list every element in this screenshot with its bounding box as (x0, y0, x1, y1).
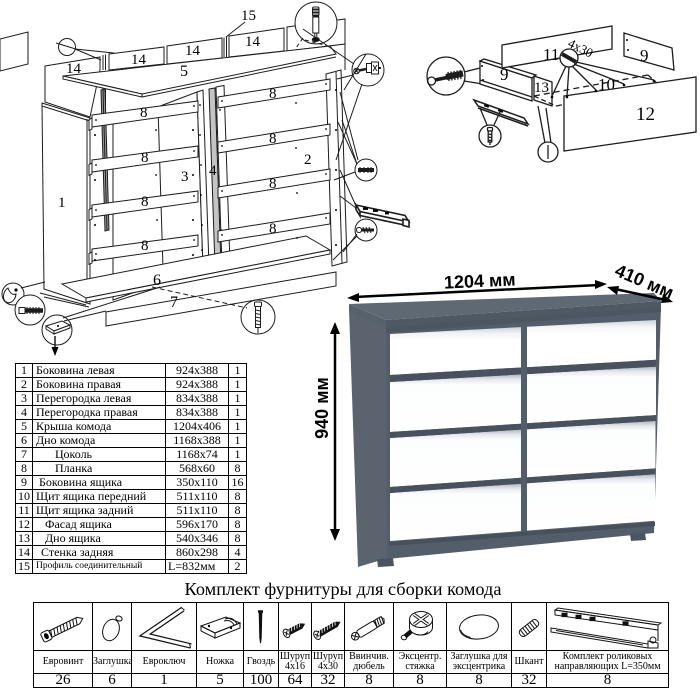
svg-text:14: 14 (185, 43, 201, 59)
svg-text:8: 8 (141, 194, 149, 210)
svg-text:13: 13 (534, 80, 549, 96)
svg-text:7: 7 (170, 294, 178, 311)
svg-text:9: 9 (500, 65, 509, 84)
svg-text:8: 8 (269, 176, 277, 192)
svg-text:14: 14 (245, 34, 261, 50)
svg-text:8: 8 (140, 105, 148, 121)
svg-text:1: 1 (58, 195, 66, 211)
svg-text:15: 15 (241, 8, 256, 24)
svg-text:14: 14 (131, 52, 147, 68)
svg-text:3: 3 (181, 169, 189, 185)
svg-text:8: 8 (269, 221, 277, 237)
svg-text:8: 8 (141, 238, 149, 254)
svg-text:9: 9 (640, 46, 649, 65)
svg-text:2: 2 (304, 152, 312, 168)
svg-text:8: 8 (269, 86, 277, 102)
svg-text:12: 12 (636, 104, 655, 125)
svg-text:8: 8 (269, 131, 277, 147)
svg-text:6: 6 (153, 272, 161, 289)
svg-text:940 мм: 940 мм (312, 377, 332, 439)
svg-text:1204 мм: 1204 мм (443, 269, 516, 292)
svg-text:14: 14 (66, 61, 82, 77)
svg-text:11: 11 (543, 45, 559, 64)
svg-text:5: 5 (180, 63, 188, 80)
svg-text:4: 4 (209, 163, 217, 179)
svg-text:8: 8 (141, 150, 149, 166)
